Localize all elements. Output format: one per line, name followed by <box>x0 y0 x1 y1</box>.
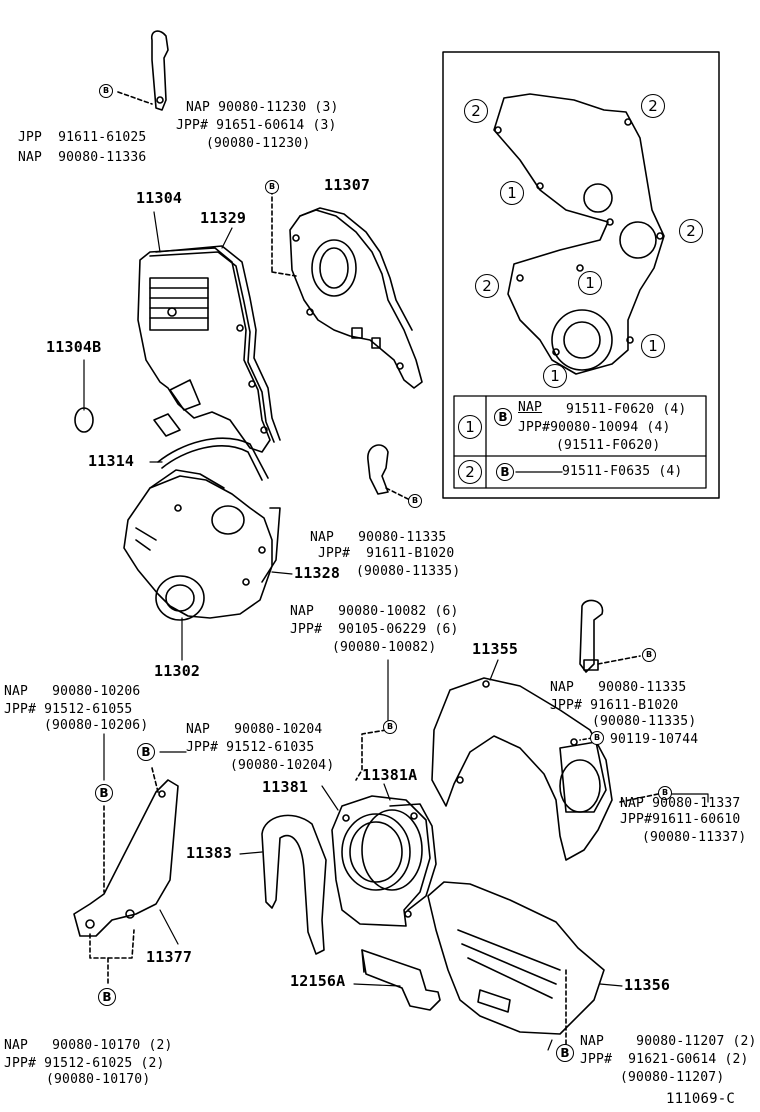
part-11314: 11314 <box>88 452 135 470</box>
callout-right-paren: (90080-11335) <box>592 714 697 729</box>
inset-cover-outline <box>493 93 665 375</box>
callout-left-nap: NAP 90080-10206 <box>4 684 141 699</box>
figure-code: 111069-C <box>666 1091 736 1107</box>
marker-two-b: 2 <box>641 94 665 118</box>
callout-top-jpp: JPP# 91651-60614 (3) <box>176 118 337 133</box>
stay-11377 <box>73 733 179 987</box>
callout-left-paren: (90080-10206) <box>44 718 149 733</box>
callout-bl-jpp: JPP# 91512-61035 <box>186 740 315 755</box>
callout-bl-paren: (90080-10204) <box>230 758 335 773</box>
b-marker-bottom: B <box>98 988 116 1006</box>
b-marker-right-2: B <box>658 786 672 800</box>
timing-cover-11304 <box>137 245 281 453</box>
b-marker-center: B <box>383 720 397 734</box>
callout-br-nap: NAP 90080-11207 (2) <box>580 1034 757 1049</box>
part-11381: 11381 <box>262 778 309 796</box>
part-11302: 11302 <box>154 662 201 680</box>
legend-row1-paren: (91511-F0620) <box>556 438 661 453</box>
hook-bracket-right <box>579 599 641 673</box>
gasket-11314 <box>149 437 269 481</box>
seal-retainer-11381 <box>321 783 437 927</box>
plug-11304b <box>74 359 94 433</box>
legend-table <box>453 395 707 489</box>
part-11377: 11377 <box>146 948 193 966</box>
legend-b-two: B <box>496 463 514 481</box>
marker-two-d: 2 <box>475 274 499 298</box>
hook-bracket-mid <box>367 444 411 501</box>
b-marker-top-cover: B <box>265 180 279 194</box>
legend-row1-nap: 91511-F0620 (4) <box>566 402 687 417</box>
part-11381a: 11381A <box>362 766 418 784</box>
inset-frame <box>442 51 720 499</box>
callout-r2-jpp: JPP#91611-60610 <box>620 812 741 827</box>
gasket-11383 <box>239 814 327 955</box>
callout-br-paren: (90080-11207) <box>620 1070 725 1085</box>
part-11304b: 11304B <box>46 338 102 356</box>
part-11355: 11355 <box>472 640 519 658</box>
callout-top-left-nap: NAP 90080-11336 <box>18 150 147 165</box>
marker-one-b: 1 <box>578 271 602 295</box>
part-11356: 11356 <box>624 976 671 994</box>
part-11383: 11383 <box>186 844 233 862</box>
marker-one-d: 1 <box>543 364 567 388</box>
callout-bottom-paren: (90080-10170) <box>46 1072 151 1087</box>
plate-11356 <box>427 881 623 1045</box>
legend-row1-jpp: JPP#90080-10094 (4) <box>518 420 671 435</box>
callout-right-bolt: 90119-10744 <box>610 732 699 747</box>
marker-one-c: 1 <box>641 334 665 358</box>
callout-bottom-nap: NAP 90080-10170 (2) <box>4 1038 173 1053</box>
lower-cover-11302 <box>123 469 293 661</box>
hook-bracket-top <box>117 30 169 111</box>
bracket-12156a <box>353 949 441 1011</box>
b-marker-right-bolt: B <box>590 731 604 745</box>
legend-marker-two: 2 <box>458 460 482 484</box>
marker-one-a: 1 <box>500 181 524 205</box>
callout-center-paren: (90080-10082) <box>332 640 437 655</box>
b-marker-right: B <box>642 648 656 662</box>
callout-mid-paren: (90080-11335) <box>356 564 461 579</box>
b-marker-top: B <box>99 84 113 98</box>
legend-nap-label: NAP <box>518 400 543 415</box>
part-12156a: 12156A <box>290 972 346 990</box>
part-11328: 11328 <box>294 564 341 582</box>
legend-row2-value: 91511-F0635 (4) <box>562 464 683 479</box>
callout-br-jpp: JPP# 91621-G0614 (2) <box>580 1052 749 1067</box>
part-11307: 11307 <box>324 176 371 194</box>
callout-right-nap: NAP 90080-11335 <box>550 680 687 695</box>
callout-r2-paren: (90080-11337) <box>642 830 747 845</box>
callout-top-paren: (90080-11230) <box>206 136 311 151</box>
plate-11355 <box>431 659 613 861</box>
callout-mid-nap: NAP 90080-11335 <box>310 530 447 545</box>
b-marker-left: B <box>95 784 113 802</box>
marker-two-a: 2 <box>464 99 488 123</box>
callout-top-nap: NAP 90080-11230 (3) <box>186 100 339 115</box>
marker-two-c: 2 <box>679 219 703 243</box>
callout-r2-nap: NAP 90080-11337 <box>620 796 741 811</box>
legend-b-one: B <box>494 408 512 426</box>
b-marker-br: B <box>556 1044 574 1062</box>
b-marker-mid: B <box>408 494 422 508</box>
cover-11307 <box>271 189 423 389</box>
part-11329: 11329 <box>200 209 247 227</box>
legend-marker-one: 1 <box>458 415 482 439</box>
callout-bl-nap: NAP 90080-10204 <box>186 722 323 737</box>
part-11304: 11304 <box>136 189 183 207</box>
callout-right-jpp: JPP# 91611-B1020 <box>550 698 679 713</box>
callout-center-nap: NAP 90080-10082 (6) <box>290 604 459 619</box>
callout-center-jpp: JPP# 90105-06229 (6) <box>290 622 459 637</box>
callout-bottom-jpp: JPP# 91512-61025 (2) <box>4 1056 165 1071</box>
b-marker-bl: B <box>137 743 155 761</box>
callout-top-left-jpp: JPP 91611-61025 <box>18 130 147 145</box>
callout-left-jpp: JPP# 91512-61055 <box>4 702 133 717</box>
callout-mid-jpp: JPP# 91611-B1020 <box>318 546 455 561</box>
